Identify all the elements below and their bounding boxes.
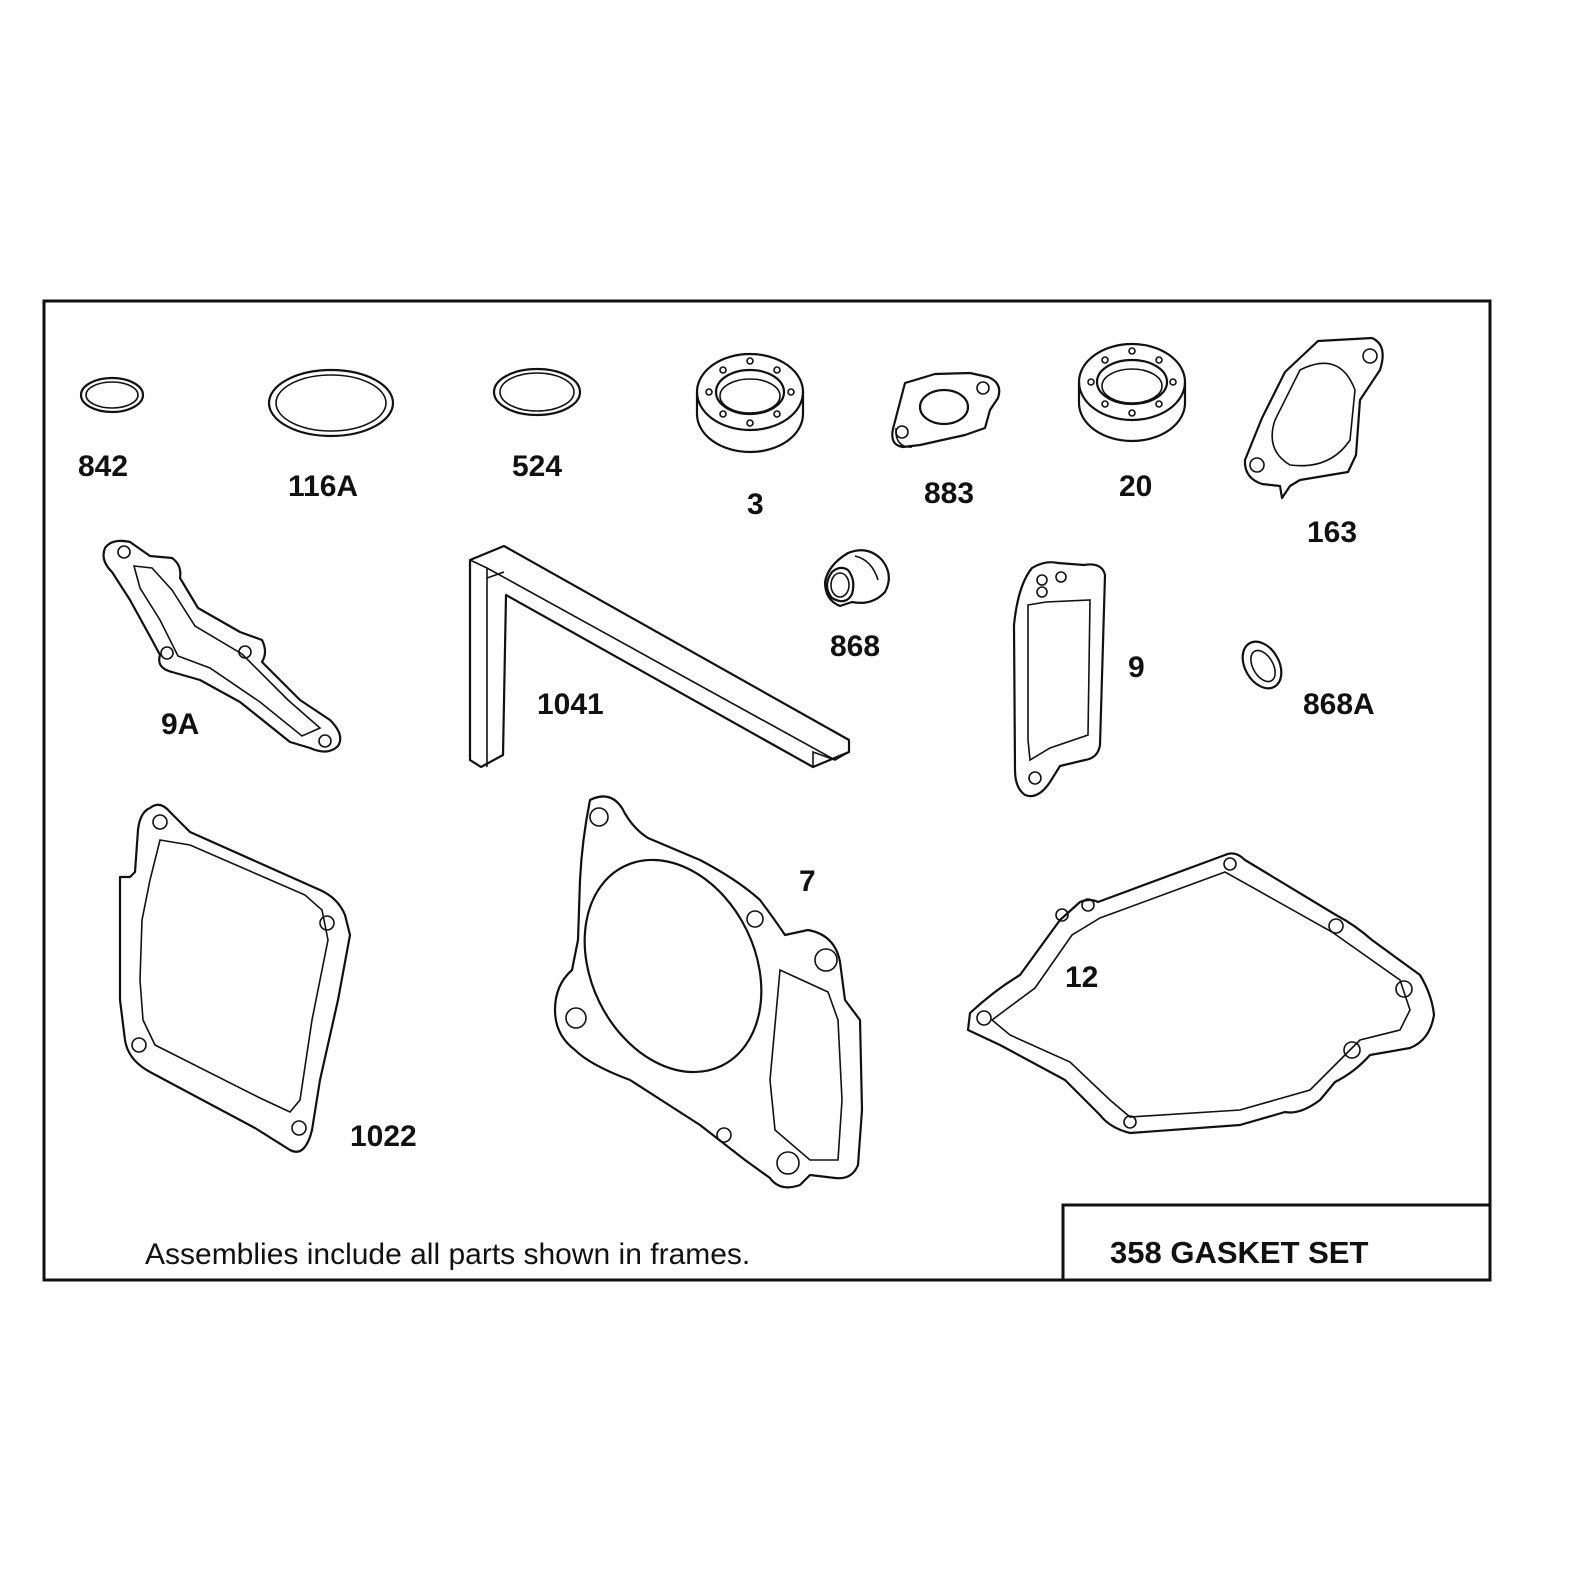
part-label-524: 524 [512,450,562,483]
crankcase-gasket-icon [966,852,1436,1135]
assembly-title-box [1061,1203,1492,1282]
part-label-1022: 1022 [350,1120,417,1153]
part-label-116a: 116A [288,470,358,503]
cylinder-head-gasket-icon [553,795,864,1189]
o-ring-medium-icon [492,367,582,417]
oil-seal-icon [1077,342,1187,443]
sealing-strip-icon [468,544,851,769]
valve-seal-icon [823,549,890,608]
cover-gasket-icon [1012,561,1107,798]
o-ring-large-icon [267,368,395,438]
flange-gasket-icon [891,371,1001,449]
o-ring-small-icon [79,376,145,414]
part-label-9a: 9A [161,708,199,741]
part-label-9: 9 [1128,651,1145,684]
intake-gasket-icon [1243,336,1384,500]
part-label-3: 3 [747,488,764,521]
part-label-20: 20 [1119,470,1152,503]
part-label-868a: 868A [1303,688,1375,721]
part-label-883: 883 [924,477,974,510]
oil-seal-icon [695,352,805,454]
part-label-163: 163 [1307,516,1357,549]
footer-note: Assemblies include all parts shown in fr… [145,1238,750,1271]
part-label-842: 842 [78,450,128,483]
breather-gasket-icon [118,803,352,1153]
part-label-868: 868 [830,630,880,663]
assembly-title: 358 GASKET SET [1110,1235,1368,1270]
washer-icon [1241,640,1283,690]
exhaust-gasket-icon [102,539,342,753]
part-label-12: 12 [1065,961,1098,994]
part-label-1041: 1041 [537,688,604,721]
assembly-frame [42,299,1492,1282]
part-label-7: 7 [799,865,816,898]
